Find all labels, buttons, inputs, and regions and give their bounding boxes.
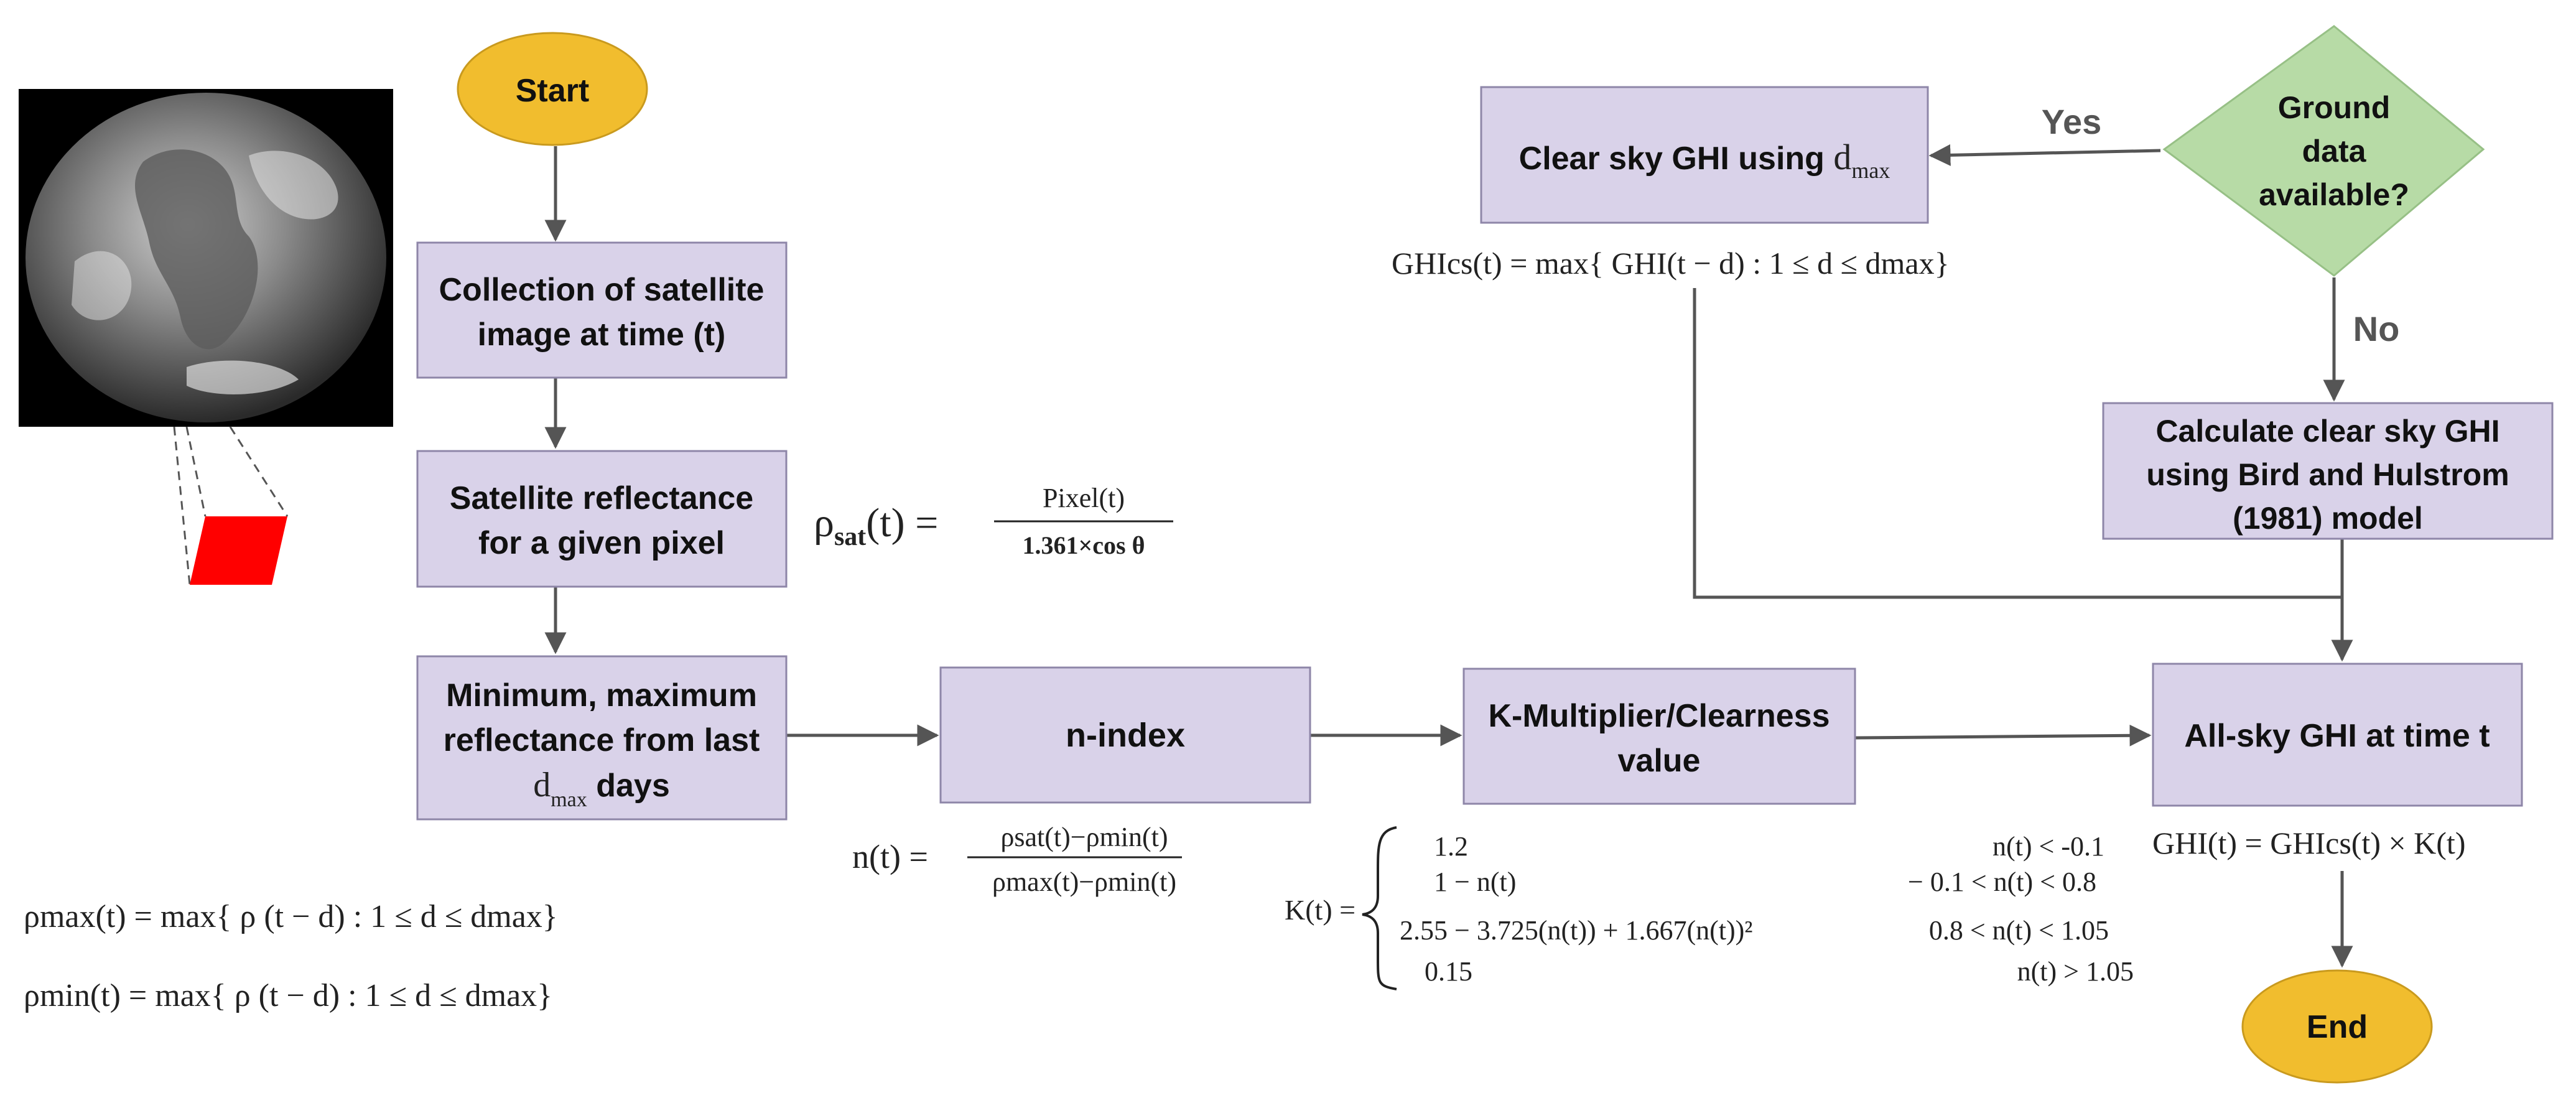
n-t-lhs: n(t) =	[852, 838, 928, 875]
k-case-4-expr: 0.15	[1425, 956, 1472, 987]
rho-sat-denominator: 1.361×cos θ	[1023, 531, 1145, 559]
collection-label-line2: image at time (t)	[478, 317, 726, 353]
reflectance-label-line2: for a given pixel	[478, 525, 725, 561]
reflectance-label-line1: Satellite reflectance	[450, 480, 753, 516]
k-case-3-expr: 2.55 − 3.725(n(t)) + 1.667(n(t))²	[1400, 915, 1753, 946]
clearsky-dmax-label: Clear sky GHI using dmax	[1519, 137, 1890, 183]
equation-rho-sat: ρsat(t) = Pixel(t) 1.361×cos θ	[814, 483, 1173, 559]
edge-label-yes: Yes	[2042, 102, 2102, 141]
equation-rho-max: ρmax(t) = max{ ρ (t − d) : 1 ≤ d ≤ dmax}	[24, 899, 558, 934]
equation-ghi-cs: GHIcs(t) = max{ GHI(t − d) : 1 ≤ d ≤ dma…	[1392, 246, 1950, 281]
nindex-node: n-index	[939, 666, 1311, 804]
equation-k-piecewise: K(t) = 1.2 n(t) < -0.1 1 − n(t) − 0.1 < …	[1285, 826, 2134, 990]
decision-node: Ground data available?	[2162, 25, 2485, 277]
decision-label-line3: available?	[2259, 177, 2409, 212]
pixel-zoom-guides	[173, 426, 289, 585]
kmult-label-line2: value	[1618, 743, 1701, 779]
k-case-2-cond: − 0.1 < n(t) < 0.8	[1908, 867, 2096, 897]
allsky-node: All-sky GHI at time t	[2152, 663, 2523, 807]
bird-label-line1: Calculate clear sky GHI	[2155, 414, 2499, 449]
edge-kmult-allsky	[1855, 724, 2152, 747]
edge-clearsky-allsky	[1693, 288, 2342, 599]
bird-label-line2: using Bird and Hulstrom	[2146, 457, 2509, 492]
bird-label-line3: (1981) model	[2233, 501, 2423, 536]
edge-decision-clearsky	[1928, 144, 2161, 166]
k-case-4-cond: n(t) > 1.05	[2017, 956, 2134, 987]
pixel-patch	[190, 516, 287, 585]
satellite-earth-image	[19, 89, 393, 427]
decision-label-line2: data	[2302, 134, 2367, 169]
collection-label-line1: Collection of satellite	[439, 272, 765, 308]
equation-ghi-t: GHI(t) = GHIcs(t) × K(t)	[2152, 826, 2465, 860]
rho-sat-numerator: Pixel(t)	[1043, 483, 1125, 513]
n-t-numerator: ρsat(t)−ρmin(t)	[1000, 822, 1168, 852]
clearsky-dmax-node: Clear sky GHI using dmax	[1480, 86, 1929, 224]
minmax-node: Minimum, maximum reflectance from last d…	[416, 655, 788, 821]
allsky-label: All-sky GHI at time t	[2184, 718, 2490, 754]
decision-label-line1: Ground	[2278, 90, 2391, 125]
edges	[544, 144, 2353, 968]
equation-rho-min: ρmin(t) = max{ ρ (t − d) : 1 ≤ d ≤ dmax}	[24, 978, 552, 1013]
k-lhs: K(t) =	[1285, 894, 1355, 926]
nindex-label: n-index	[1066, 717, 1185, 754]
reflectance-node: Satellite reflectance for a given pixel	[416, 450, 788, 588]
equation-n-t: n(t) = ρsat(t)−ρmin(t) ρmax(t)−ρmin(t)	[852, 822, 1182, 897]
start-node: Start	[457, 32, 648, 146]
end-node: End	[2241, 969, 2433, 1084]
k-case-1-expr: 1.2	[1434, 831, 1468, 862]
start-label: Start	[516, 73, 589, 109]
n-t-denominator: ρmax(t)−ρmin(t)	[992, 867, 1176, 897]
svg-text:ρsat(t) =: ρsat(t) =	[814, 500, 938, 551]
kmult-node: K-Multiplier/Clearness value	[1462, 668, 1856, 805]
k-case-3-cond: 0.8 < n(t) < 1.05	[1929, 915, 2109, 946]
edge-label-no: No	[2353, 309, 2400, 348]
collection-node: Collection of satellite image at time (t…	[416, 241, 788, 379]
k-case-1-cond: n(t) < -0.1	[1992, 831, 2104, 862]
minmax-label-line1: Minimum, maximum	[446, 677, 757, 714]
minmax-label-line2: reflectance from last	[444, 722, 760, 758]
minmax-label-line3: dmax days	[533, 766, 670, 811]
bird-model-node: Calculate clear sky GHI using Bird and H…	[2102, 402, 2554, 540]
end-label: End	[2307, 1009, 2368, 1045]
kmult-label-line1: K-Multiplier/Clearness	[1488, 698, 1830, 734]
k-case-2-expr: 1 − n(t)	[1434, 867, 1516, 897]
